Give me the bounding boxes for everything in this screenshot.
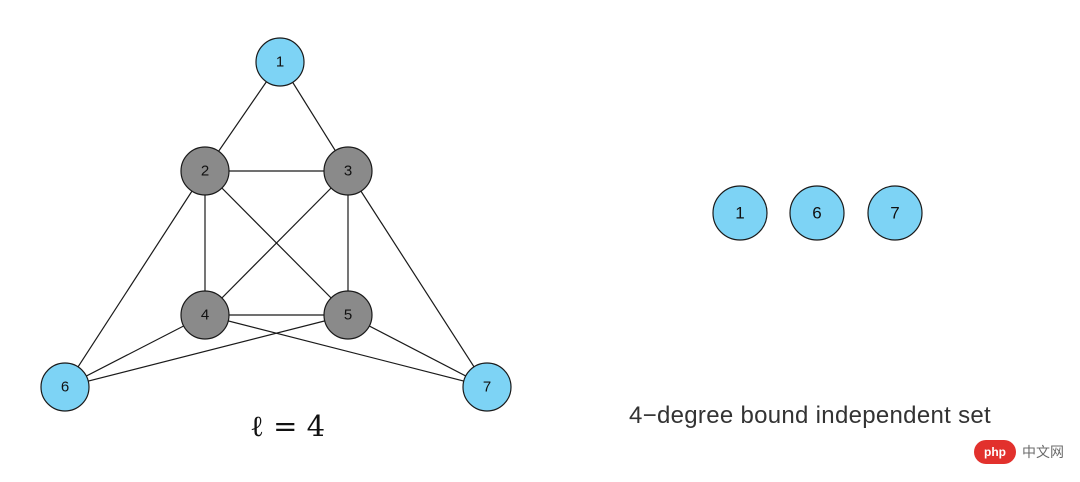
graph-node-circle-5 — [323, 290, 373, 340]
graph-node-1: 1 — [255, 37, 305, 87]
independent-set-node-circle-7 — [867, 185, 923, 241]
watermark-text: 中文网 — [1022, 445, 1064, 461]
graph-node-label-6: 6 — [61, 379, 69, 396]
graph-node-circle-4 — [180, 290, 230, 340]
graph-node-label-3: 3 — [344, 163, 352, 180]
independent-set-node-circle-1 — [712, 185, 768, 241]
graph-node-7: 7 — [462, 362, 512, 412]
independent-set-node-7: 7 — [867, 185, 923, 241]
independent-set-node-6: 6 — [789, 185, 845, 241]
graph-node-3: 3 — [323, 146, 373, 196]
edge-3-7 — [347, 170, 488, 388]
watermark: php 中文网 — [974, 440, 1064, 464]
independent-set-node-1: 1 — [712, 185, 768, 241]
graph: 1 2 3 4 5 6 7 — [40, 37, 512, 412]
edge-5-6 — [64, 314, 349, 388]
graph-node-circle-7 — [462, 362, 512, 412]
graph-node-label-5: 5 — [344, 307, 352, 324]
graph-node-6: 6 — [40, 362, 90, 412]
independent-set: 1 6 7 — [712, 185, 923, 241]
graph-node-4: 4 — [180, 290, 230, 340]
graph-node-circle-1 — [255, 37, 305, 87]
edge-2-6 — [64, 170, 206, 388]
graph-node-5: 5 — [323, 290, 373, 340]
graph-caption: ℓ = 4 — [250, 409, 325, 443]
watermark-logo-text: php — [984, 445, 1006, 459]
independent-set-node-label-6: 6 — [812, 204, 821, 223]
graph-node-label-2: 2 — [201, 163, 209, 180]
watermark-logo — [974, 440, 1016, 464]
independent-set-node-label-7: 7 — [890, 204, 899, 223]
independent-set-node-label-1: 1 — [735, 204, 744, 223]
graph-node-circle-6 — [40, 362, 90, 412]
graph-edges — [64, 61, 488, 388]
graph-node-circle-3 — [323, 146, 373, 196]
graph-node-label-4: 4 — [201, 307, 209, 324]
independent-set-caption: 4−degree bound independent set — [629, 402, 991, 429]
edge-3-4 — [204, 170, 349, 316]
graph-node-2: 2 — [180, 146, 230, 196]
graph-nodes: 1 2 3 4 5 6 7 — [40, 37, 512, 412]
independent-set-node-circle-6 — [789, 185, 845, 241]
edge-4-7 — [204, 314, 488, 388]
graph-node-label-1: 1 — [276, 54, 284, 71]
graph-node-label-7: 7 — [483, 379, 491, 396]
graph-node-circle-2 — [180, 146, 230, 196]
edge-4-6 — [64, 314, 206, 388]
edge-5-7 — [347, 314, 488, 388]
